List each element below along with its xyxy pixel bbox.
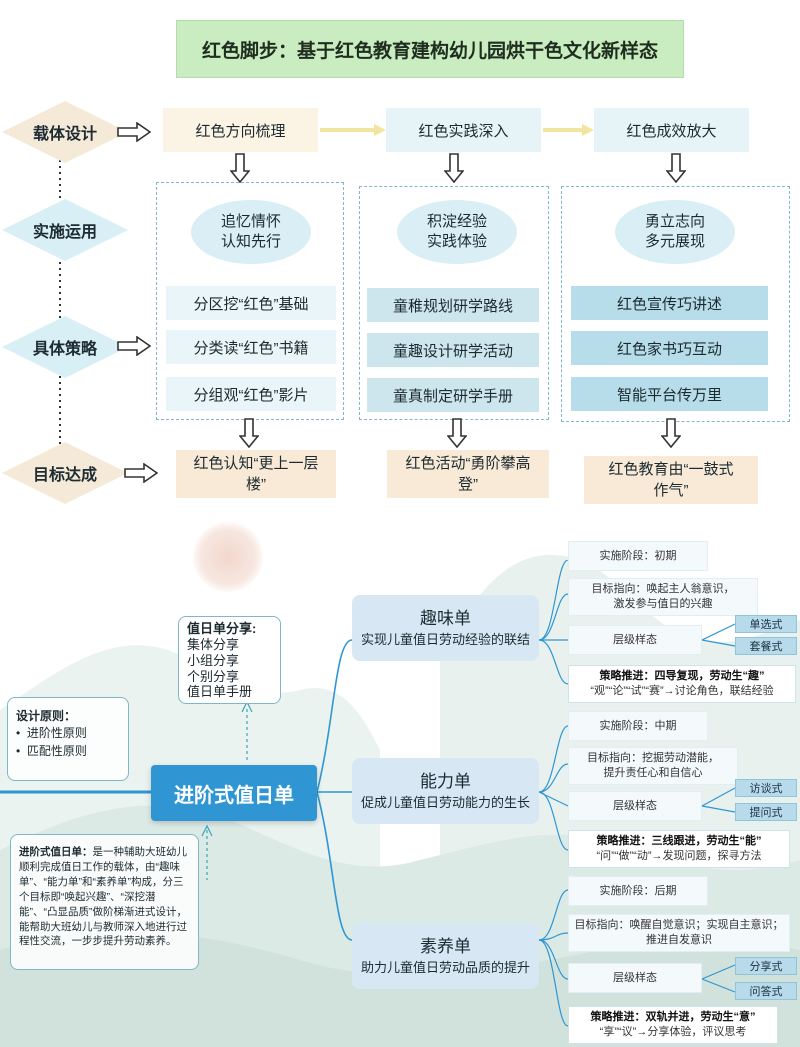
chip-share: 分享式 xyxy=(735,957,797,975)
mindmap-connectors xyxy=(0,560,736,1027)
share-item: 集体分享 xyxy=(187,636,240,652)
chip-question: 提问式 xyxy=(735,803,797,821)
center-node: 进阶式值日单 xyxy=(151,765,317,821)
leaf-stage: 实施阶段：后期 xyxy=(568,876,708,906)
down-arrow-icon xyxy=(661,418,681,448)
branch-fun: 趣味单实现儿童值日劳动经验的联结 xyxy=(352,595,539,661)
goal-direction: 红色认知“更上一层楼” xyxy=(176,450,336,498)
leaf-stage: 实施阶段：初期 xyxy=(568,541,708,571)
leaf-goal: 目标指向：挖掘劳动潜能，提升责任心和自信心 xyxy=(568,747,738,785)
description-title: 进阶式值日单 xyxy=(19,846,82,858)
leaf-strategy: 策略推进：四导复现，劳动生“趣”“观”“论”“试”“赛”→讨论角色，联结经验 xyxy=(568,665,796,703)
strategy-item: 红色家书巧互动 xyxy=(571,331,768,365)
stage-flow-arrow xyxy=(543,124,594,136)
chip-combo: 套餐式 xyxy=(735,637,797,655)
down-arrow-icon xyxy=(230,153,250,183)
row-label-implement: 实施运用 xyxy=(2,199,128,261)
share-title: 值日单分享: xyxy=(187,621,257,636)
cloud-direction: 追忆情怀认知先行 xyxy=(191,200,311,264)
strategy-item: 分类读“红色”书籍 xyxy=(166,330,336,364)
goal-practice: 红色活动“勇阶攀高登” xyxy=(387,450,549,498)
chip-interview: 访谈式 xyxy=(735,779,797,797)
strategy-item: 分组观“红色”影片 xyxy=(166,377,336,411)
cloud-effect: 勇立志向多元展现 xyxy=(615,200,735,264)
leaf-level: 层级样态 xyxy=(568,625,702,655)
leaf-strategy: 策略推进：三线跟进，劳动生“能”“问”“做”“动”→发现问题，探寻方法 xyxy=(568,830,790,868)
stage-direction: 红色方向梳理 xyxy=(163,108,318,152)
page-title: 红色脚步：基于红色教育建构幼儿园烘干色文化新样态 xyxy=(176,20,684,78)
down-arrow-icon xyxy=(447,418,467,448)
strategy-item: 童趣设计研学活动 xyxy=(367,333,539,367)
right-arrow-icon xyxy=(124,463,158,483)
stage-flow-arrow xyxy=(320,124,386,136)
down-arrow-icon xyxy=(239,418,259,448)
share-item: 值日单手册 xyxy=(187,684,253,700)
leaf-goal: 目标指向：唤起主人翁意识，激发参与值日的兴趣 xyxy=(568,578,758,616)
leaf-level: 层级样态 xyxy=(568,963,702,993)
right-arrow-icon xyxy=(117,122,151,142)
row-label-carrier: 载体设计 xyxy=(2,101,128,163)
share-box: 值日单分享: 集体分享 小组分享 个别分享 值日单手册 xyxy=(178,616,281,704)
leaf-strategy: 策略推进：双轨并进，劳动生“意”“享”“议”→分享体验，评议思考 xyxy=(568,1006,778,1044)
row-label-strategy: 具体策略 xyxy=(2,316,128,378)
stage-practice: 红色实践深入 xyxy=(386,108,541,152)
right-arrow-icon xyxy=(117,336,151,356)
strategy-item: 红色宣传巧讲述 xyxy=(571,286,768,320)
strategy-item: 智能平台传万里 xyxy=(571,377,768,411)
description-text: 是一种辅助大班幼儿顺利完成值日工作的载体，由“趣味单”、“能力单”和“素养单”构… xyxy=(19,846,187,948)
strategy-item: 童真制定研学手册 xyxy=(367,378,539,412)
row-label-goal: 目标达成 xyxy=(2,442,128,504)
leaf-goal: 目标指向：唤醒自觉意识；实现自主意识；推进自发意识 xyxy=(568,914,790,952)
strategy-item: 分区挖“红色”基础 xyxy=(166,286,336,320)
down-arrow-icon xyxy=(666,153,686,183)
leaf-stage: 实施阶段：中期 xyxy=(568,711,708,741)
principle-box: 设计原则： • 进阶性原则 • 匹配性原则 xyxy=(7,697,129,781)
cloud-practice: 积淀经验实践体验 xyxy=(397,200,517,264)
chip-qa: 问答式 xyxy=(735,982,797,1000)
strategy-item: 童稚规划研学路线 xyxy=(367,288,539,322)
share-item: 小组分享 xyxy=(187,652,240,668)
principle-title: 设计原则： xyxy=(16,709,77,723)
stage-effect: 红色成效放大 xyxy=(594,108,749,152)
branch-literacy: 素养单助力儿童值日劳动品质的提升 xyxy=(352,923,539,989)
sun-decoration xyxy=(193,522,263,592)
chip-single-choice: 单选式 xyxy=(735,615,797,633)
description-box: 进阶式值日单：是一种辅助大班幼儿顺利完成值日工作的载体，由“趣味单”、“能力单”… xyxy=(10,834,199,970)
share-item: 个别分享 xyxy=(187,668,240,684)
goal-effect: 红色教育由“一鼓式作气” xyxy=(584,456,758,504)
principle-item: • 匹配性原则 xyxy=(16,743,87,758)
principle-item: • 进阶性原则 xyxy=(16,726,87,741)
leaf-level: 层级样态 xyxy=(568,791,702,821)
branch-ability: 能力单促成儿童值日劳动能力的生长 xyxy=(352,758,539,824)
down-arrow-icon xyxy=(444,153,464,183)
